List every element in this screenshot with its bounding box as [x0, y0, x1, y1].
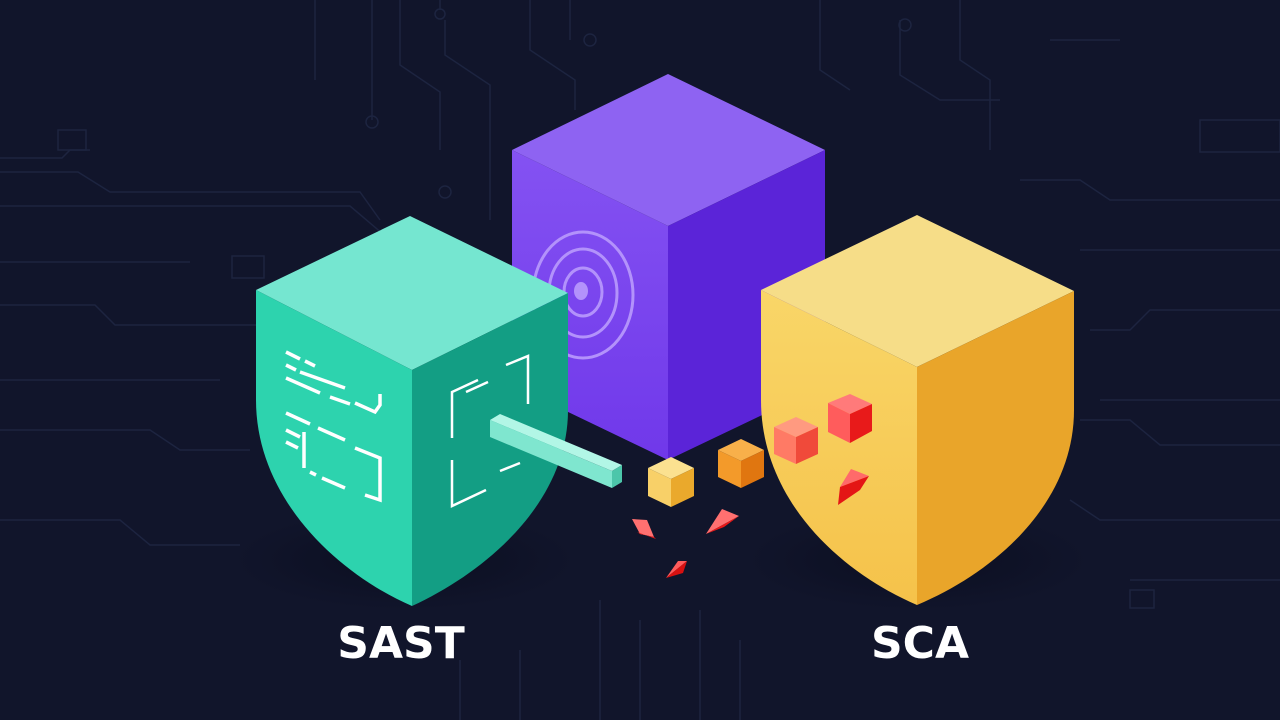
sca-shield-cube [761, 215, 1074, 605]
dependency-cube-yellow [648, 457, 694, 507]
connector-bar [490, 414, 622, 488]
sast-shield-cube [256, 216, 568, 606]
vulnerability-shards [632, 509, 739, 578]
code-lines-icon [285, 350, 382, 503]
dependency-cube-orange [718, 439, 764, 488]
sast-label: SAST [337, 618, 465, 669]
sca-label: SCA [870, 618, 970, 669]
scan-frame-icon [450, 354, 530, 508]
vulnerable-dependency-cubes-icon [774, 394, 872, 505]
